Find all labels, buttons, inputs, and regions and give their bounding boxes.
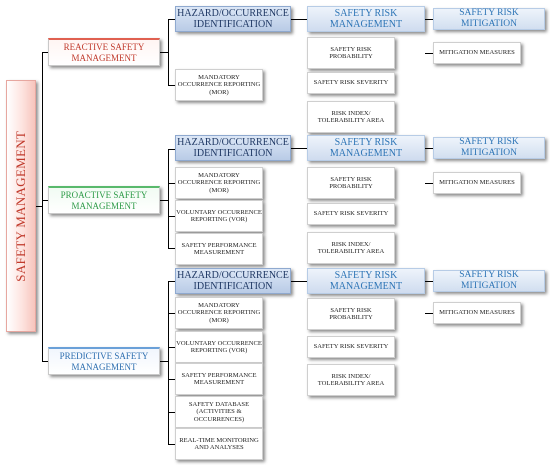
proactive-mor-box: MANDATORY OCCURRENCE REPORTING (MOR) (175, 167, 263, 199)
proactive-hazard-identification-box: HAZARD/OCCURRENCE IDENTIFICATION (175, 135, 291, 161)
proactive-risk-index-box: RISK INDEX/ TOLERABILITY AREA (307, 232, 395, 264)
connector-predictive-rm-mit (425, 281, 433, 282)
predictive-vor-box: VOLUNTARY OCCURRENCE REPORTING (VOR) (175, 331, 263, 363)
connector-proactive-bus (168, 149, 169, 248)
predictive-risk-probability-box: SAFETY RISK PROBABILITY (307, 298, 395, 330)
connector-predictive-prob-mit (425, 313, 433, 314)
reactive-risk-severity-box: SAFETY RISK SEVERITY (307, 72, 395, 94)
proactive-risk-management-box: SAFETY RISK MANAGEMENT (307, 135, 425, 161)
connector-predictive-id (168, 281, 175, 282)
connector-predictive-branch (160, 361, 168, 362)
connector-proactive-branch (160, 200, 168, 201)
reactive-risk-management-box: SAFETY RISK MANAGEMENT (307, 6, 425, 32)
connector-reactive (42, 52, 48, 53)
connector-predictive-mor (168, 313, 175, 314)
connector-reactive-mor (168, 85, 175, 86)
proactive-risk-mitigation-box: SAFETY RISK MITIGATION (433, 137, 545, 159)
predictive-safety-database-box: SAFETY DATABASE (ACTIVITIES & OCCURRENCE… (175, 396, 263, 428)
connector-reactive-id (168, 19, 175, 20)
connector-proactive-rm-mit (425, 148, 433, 149)
connector-reactive-bus (168, 19, 169, 85)
reactive-mitigation-measures-box: MITIGATION MEASURES (433, 42, 521, 64)
safety-management-box: SAFETY MANAGEMENT (6, 80, 36, 332)
proactive-risk-severity-box: SAFETY RISK SEVERITY (307, 203, 395, 225)
connector-proactive-id (168, 149, 175, 150)
connector-reactive-branch (160, 52, 168, 53)
reactive-hazard-identification-box: HAZARD/OCCURRENCE IDENTIFICATION (175, 6, 291, 32)
connector-predictive-vor (168, 347, 175, 348)
connector-predictive-db (168, 412, 175, 413)
predictive-hazard-identification-box: HAZARD/OCCURRENCE IDENTIFICATION (175, 268, 291, 294)
connector-reactive-id-rm (291, 19, 307, 20)
connector-predictive (42, 361, 48, 362)
connector-proactive-id-rm (291, 148, 307, 149)
connector-proactive-vor (168, 216, 175, 217)
connector-predictive-bus (168, 281, 169, 444)
proactive-performance-measurement-box: SAFETY PERFORMANCE MEASUREMENT (175, 233, 263, 265)
reactive-risk-probability-box: SAFETY RISK PROBABILITY (307, 37, 395, 69)
reactive-safety-management-box: REACTIVE SAFETY MANAGEMENT (48, 38, 160, 66)
proactive-safety-management-box: PROACTIVE SAFETY MANAGEMENT (48, 186, 160, 214)
predictive-performance-measurement-box: SAFETY PERFORMANCE MEASUREMENT (175, 363, 263, 395)
safety-management-label: SAFETY MANAGEMENT (12, 130, 28, 282)
predictive-risk-management-box: SAFETY RISK MANAGEMENT (307, 268, 425, 294)
proactive-risk-probability-box: SAFETY RISK PROBABILITY (307, 167, 395, 199)
predictive-mor-box: MANDATORY OCCURRENCE REPORTING (MOR) (175, 297, 263, 329)
proactive-mitigation-measures-box: MITIGATION MEASURES (433, 172, 521, 194)
reactive-risk-mitigation-box: SAFETY RISK MITIGATION (433, 8, 545, 30)
predictive-safety-management-box: PREDICTIVE SAFETY MANAGEMENT (48, 347, 160, 375)
predictive-risk-index-box: RISK INDEX/ TOLERABILITY AREA (307, 364, 395, 396)
connector-proactive-spm (168, 248, 175, 249)
connector-reactive-rm-mit (425, 19, 433, 20)
connector-root (36, 206, 42, 207)
connector-proactive-mor (168, 183, 175, 184)
connector-reactive-prob-mit (425, 53, 433, 54)
reactive-mor-box: MANDATORY OCCURRENCE REPORTING (MOR) (175, 69, 263, 101)
connector-predictive-rtm (168, 444, 175, 445)
predictive-risk-severity-box: SAFETY RISK SEVERITY (307, 336, 395, 358)
predictive-mitigation-measures-box: MITIGATION MEASURES (433, 302, 521, 324)
connector-proactive-prob-mit (425, 183, 433, 184)
predictive-risk-mitigation-box: SAFETY RISK MITIGATION (433, 270, 545, 292)
reactive-risk-index-box: RISK INDEX/ TOLERABILITY AREA (307, 101, 395, 133)
connector-predictive-id-rm (291, 281, 307, 282)
predictive-real-time-monitoring-box: REAL-TIME MONITORING AND ANALYSES (175, 428, 263, 460)
connector-trunk (42, 52, 43, 361)
connector-proactive (42, 200, 48, 201)
connector-predictive-spm (168, 379, 175, 380)
proactive-vor-box: VOLUNTARY OCCURRENCE REPORTING (VOR) (175, 200, 263, 232)
